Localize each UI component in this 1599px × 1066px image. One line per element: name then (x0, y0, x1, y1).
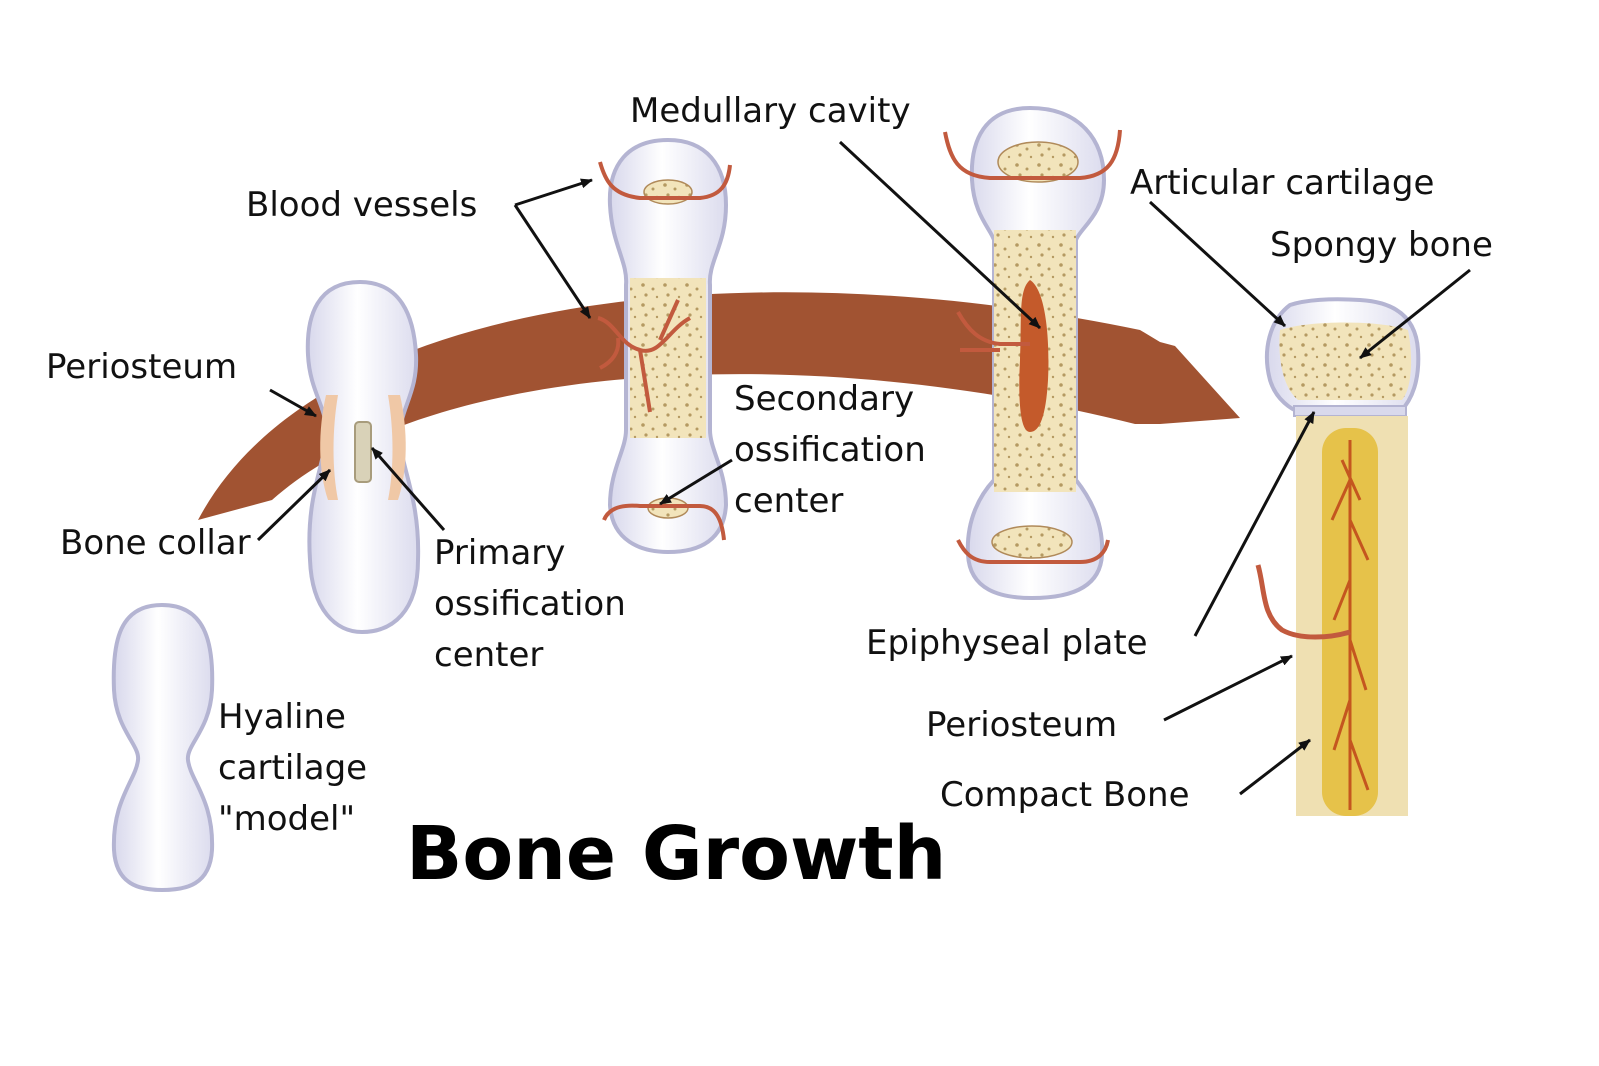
label-secondary-ossification-line1: Secondary (734, 374, 914, 425)
label-articular-cartilage: Articular cartilage (1130, 158, 1434, 209)
label-secondary-ossification-line3: center (734, 476, 843, 527)
label-bone-collar: Bone collar (60, 518, 251, 569)
label-epiphyseal-plate: Epiphyseal plate (866, 618, 1148, 669)
label-medullary-cavity: Medullary cavity (630, 86, 911, 137)
label-blood-vessels: Blood vessels (246, 180, 477, 231)
label-hyaline-line3: "model" (218, 794, 355, 845)
label-primary-ossification-line1: Primary (434, 528, 565, 579)
diagram-title: Bone Growth (406, 814, 946, 894)
label-hyaline-line1: Hyaline (218, 692, 346, 743)
label-spongy-bone: Spongy bone (1270, 220, 1493, 271)
mature-long-bone (1258, 299, 1418, 816)
label-hyaline-line2: cartilage (218, 743, 367, 794)
label-secondary-ossification-line2: ossification (734, 425, 926, 476)
primary-ossification-stage-bone (598, 140, 730, 552)
label-compact-bone: Compact Bone (940, 770, 1190, 821)
hyaline-cartilage-model-bone (114, 605, 213, 890)
label-periosteum: Periosteum (46, 342, 237, 393)
bone-collar-stage-bone (308, 282, 418, 632)
label-primary-ossification-line3: center (434, 630, 543, 681)
label-primary-ossification-line2: ossification (434, 579, 626, 630)
label-periosteum-mature: Periosteum (926, 700, 1117, 751)
